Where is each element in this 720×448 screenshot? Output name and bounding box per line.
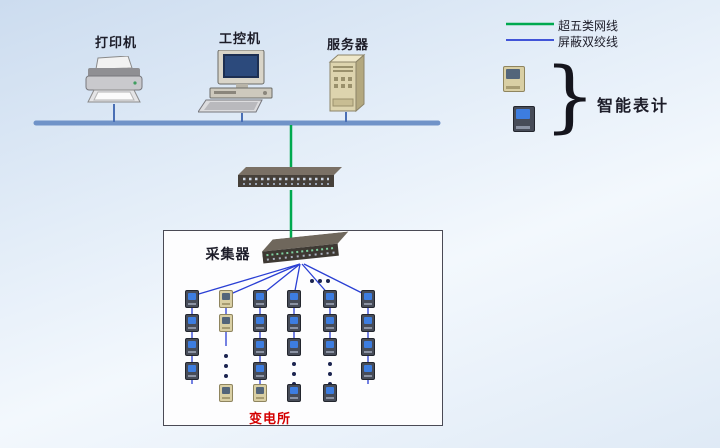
meter-icon (287, 338, 301, 356)
smart-meter-sample-icon-dark (513, 106, 535, 132)
ipc-label: 工控机 (218, 31, 261, 46)
meter-icon (185, 314, 199, 332)
printer-label: 打印机 (94, 35, 137, 50)
meter-icon (253, 384, 267, 402)
network-switch-icon (238, 167, 342, 189)
meter-icon (253, 290, 267, 308)
substation-box (163, 230, 443, 426)
meter-icon (287, 314, 301, 332)
legend-cat5-label: 超五类网线 (558, 19, 619, 33)
printer-icon (82, 55, 146, 108)
meter-icon (323, 384, 337, 402)
smart-meter-sample-icon-beige (503, 66, 525, 92)
meter-icon (253, 362, 267, 380)
collector-icon (261, 231, 351, 266)
meter-icon (323, 290, 337, 308)
meter-icon (287, 384, 301, 402)
smart-meter-label: 智能表计 (596, 98, 669, 115)
collector-fan-lines (191, 263, 369, 297)
meter-icon (361, 314, 375, 332)
ellipsis-dots (224, 279, 332, 386)
device-drop-lines (113, 104, 347, 122)
meter-icon (323, 314, 337, 332)
meter-icon (219, 384, 233, 402)
meter-icon (323, 338, 337, 356)
brace-glyph: } (543, 52, 596, 142)
meter-icon (185, 290, 199, 308)
server-icon (322, 52, 370, 114)
substation-label: 变电所 (248, 411, 291, 426)
meter-icon (361, 290, 375, 308)
meter-icon (287, 290, 301, 308)
server-label: 服务器 (326, 37, 369, 52)
meter-icon (185, 362, 199, 380)
legend-stp-label: 屏蔽双绞线 (558, 35, 619, 49)
collector-label: 采集器 (205, 246, 251, 262)
meter-icon (253, 338, 267, 356)
meter-icon (361, 362, 375, 380)
meter-icon (253, 314, 267, 332)
meter-icon (219, 290, 233, 308)
meter-icon (219, 314, 233, 332)
meter-icon (361, 338, 375, 356)
industrial-computer-icon (197, 49, 286, 114)
meter-icon (185, 338, 199, 356)
